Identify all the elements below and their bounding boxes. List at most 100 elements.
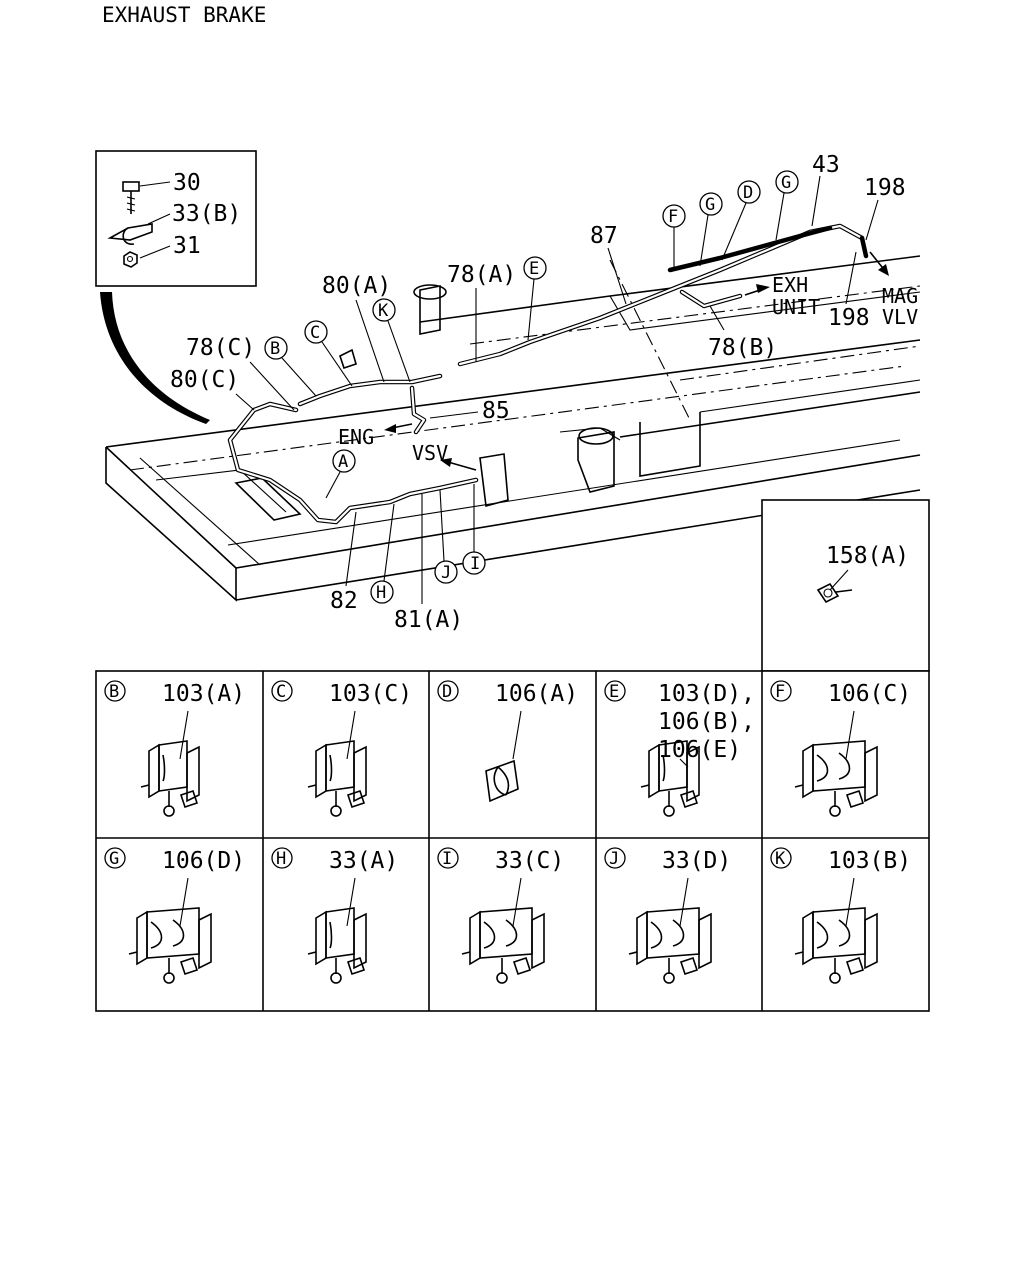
panel-d: D 106(A) — [437, 680, 578, 803]
callout-K: K — [372, 298, 411, 383]
svg-text:H: H — [376, 583, 386, 603]
eng-label: ENG — [338, 425, 374, 449]
mag-vlv-line2: VLV — [882, 305, 918, 329]
panel-letter-e: E — [604, 680, 626, 702]
panel-part-label: 103(C) — [329, 681, 412, 707]
detail-panels: B 103(A) C 103(C) D 106(A) E 103(D),106(B), 106(… — [104, 680, 911, 984]
panel-letter-j: J — [604, 847, 626, 869]
clip-icon — [307, 740, 367, 817]
svg-text:H: H — [276, 849, 286, 869]
label-31: 31 — [173, 233, 201, 259]
svg-text:G: G — [705, 195, 715, 215]
clip-icon — [461, 907, 545, 984]
svg-text:K: K — [775, 849, 786, 869]
svg-text:F: F — [775, 682, 785, 702]
svg-text:A: A — [338, 452, 348, 472]
svg-text:B: B — [270, 339, 280, 359]
panel-letter-b: B — [104, 680, 126, 702]
svg-text:F: F — [668, 207, 678, 227]
panel-letter-h: H — [271, 847, 293, 869]
svg-text:G: G — [109, 849, 119, 869]
callout-J: J — [434, 489, 458, 584]
label-43: 43 — [812, 152, 840, 178]
panel-part-label: 106(C) — [828, 681, 911, 707]
label-198-top: 198 — [864, 175, 906, 201]
label-85: 85 — [482, 398, 510, 424]
clip-icon — [307, 907, 367, 984]
callout-F: F — [662, 204, 686, 268]
svg-text:E: E — [529, 259, 539, 279]
callout-D: D — [721, 180, 761, 261]
label-81a: 81(A) — [394, 607, 463, 633]
panel-c: C 103(C) — [271, 680, 412, 817]
label-82: 82 — [330, 588, 358, 614]
callout-H: H — [370, 503, 395, 604]
svg-text:D: D — [743, 183, 753, 203]
panel-letter-i: I — [437, 847, 459, 869]
panel-k: K 103(B) — [770, 847, 911, 984]
exh-unit-line2: UNIT — [772, 295, 820, 319]
mag-vlv-line1: MAG — [882, 284, 918, 308]
clip-icon — [794, 907, 878, 984]
callout-G-right: G — [775, 170, 799, 241]
panel-part-label: 106(A) — [495, 681, 578, 707]
panel-letter-g: G — [104, 847, 126, 869]
panel-part-label: 33(C) — [495, 848, 564, 874]
panel-h: H 33(A) — [271, 847, 398, 984]
panel-part-label: 106(B), — [658, 709, 755, 735]
label-78a: 78(A) — [447, 262, 516, 288]
label-158a: 158(A) — [826, 543, 909, 569]
label-78c: 78(C) — [186, 335, 255, 361]
svg-text:D: D — [442, 682, 452, 702]
svg-text:G: G — [781, 173, 791, 193]
svg-text:C: C — [276, 682, 286, 702]
part-labels: 43 198 87 78(A) 80(A) 78(C) 80(C) 85 78(… — [170, 152, 906, 633]
clamp-icon — [816, 582, 853, 604]
callout-C: C — [304, 320, 353, 387]
nut-icon — [123, 251, 138, 268]
panel-part-label: 103(A) — [162, 681, 245, 707]
callout-I: I — [462, 484, 486, 575]
svg-text:C: C — [310, 323, 320, 343]
page-title: EXHAUST BRAKE — [102, 3, 266, 27]
svg-text:I: I — [442, 849, 452, 869]
callout-B: B — [264, 336, 317, 397]
label-30: 30 — [173, 170, 201, 196]
inset-leader-arrow — [100, 292, 210, 424]
panel-letter-d: D — [437, 680, 459, 702]
clip-icon — [794, 740, 878, 817]
panel-g: G 106(D) — [104, 847, 245, 984]
flow-arrows — [384, 251, 889, 471]
label-87: 87 — [590, 223, 618, 249]
label-78b: 78(B) — [708, 335, 777, 361]
panel-letter-f: F — [770, 680, 792, 702]
panel-part-label: 103(B) — [828, 848, 911, 874]
label-80a: 80(A) — [322, 273, 391, 299]
panel-letter-k: K — [770, 847, 792, 869]
detail-grid — [95, 670, 930, 1012]
callout-G-left: G — [699, 192, 723, 267]
svg-text:I: I — [470, 554, 480, 574]
svg-text:K: K — [378, 301, 389, 321]
svg-text:B: B — [109, 682, 119, 702]
panel-part-label: 33(A) — [329, 848, 398, 874]
exh-unit-line1: EXH — [772, 273, 808, 297]
pipe-routing — [227, 223, 869, 525]
panel-part-label: 103(D), — [658, 681, 755, 707]
destination-labels: EXH UNIT MAG VLV ENG VSV — [338, 273, 918, 465]
clip-icon — [128, 907, 212, 984]
hardware-inset: 30 33(B) 31 — [95, 150, 257, 287]
callout-A: A — [325, 449, 356, 499]
panel-part-label: 106(D) — [162, 848, 245, 874]
callout-E: E — [523, 256, 547, 341]
label-33b: 33(B) — [172, 201, 241, 227]
panel-f: F 106(C) — [770, 680, 911, 817]
svg-text:E: E — [609, 682, 619, 702]
clip-icon — [140, 740, 200, 817]
panel-letter-c: C — [271, 680, 293, 702]
vsv-label: VSV — [412, 441, 448, 465]
label-198-bottom: 198 — [828, 305, 870, 331]
